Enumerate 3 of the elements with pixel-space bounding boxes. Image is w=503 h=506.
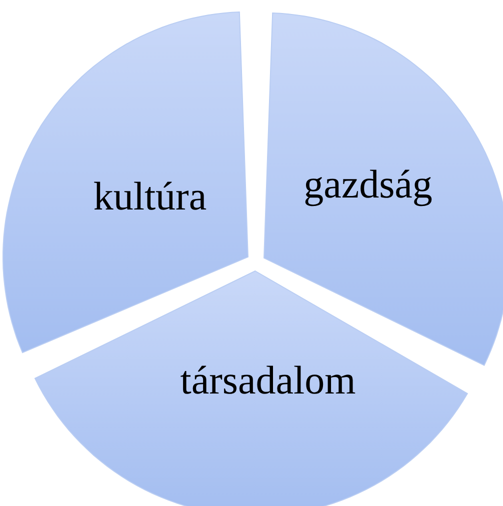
segment-label: gazdság	[304, 160, 432, 208]
segment-label: társadalom	[180, 356, 356, 404]
segment-label: kultúra	[93, 172, 207, 220]
